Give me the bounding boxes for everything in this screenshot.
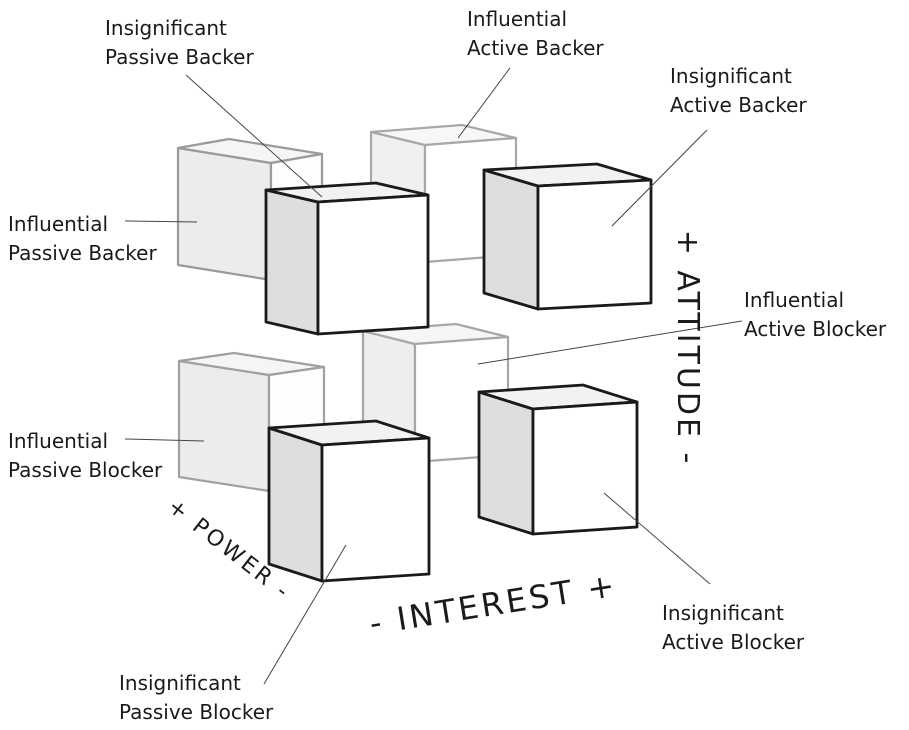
- leader-influential-passive-backer: [124, 220, 198, 223]
- leader-insignificant-passive-blocker: [263, 544, 347, 685]
- cube-insignificant-passive-blocker: [267, 419, 431, 583]
- label-influential-active-blocker: Influential Active Blocker: [744, 288, 887, 341]
- leader-insignificant-active-backer: [611, 129, 708, 227]
- leader-insignificant-passive-backer: [185, 74, 323, 198]
- label-influential-active-backer: Influential Active Backer: [467, 7, 604, 60]
- label-insignificant-active-backer: Insignificant Active Backer: [670, 64, 807, 117]
- leader-influential-active-blocker: [477, 320, 743, 365]
- cube-insignificant-passive-backer: [264, 181, 430, 336]
- axis-attitude: + ATTITUDE -: [670, 230, 705, 467]
- cube-insignificant-active-backer: [482, 162, 653, 311]
- axis-interest: - INTEREST +: [367, 566, 620, 643]
- label-insignificant-passive-blocker: Insignificant Passive Blocker: [119, 671, 274, 724]
- label-influential-passive-backer: Influential Passive Backer: [8, 212, 157, 265]
- label-insignificant-active-blocker: Insignificant Active Blocker: [662, 601, 805, 654]
- label-insignificant-passive-backer: Insignificant Passive Backer: [105, 16, 254, 69]
- leader-influential-passive-blocker: [124, 438, 205, 442]
- leader-influential-active-backer: [457, 67, 511, 139]
- label-influential-passive-blocker: Influential Passive Blocker: [8, 429, 163, 482]
- cube-insignificant-active-blocker: [477, 383, 639, 536]
- leader-insignificant-active-blocker: [603, 492, 711, 585]
